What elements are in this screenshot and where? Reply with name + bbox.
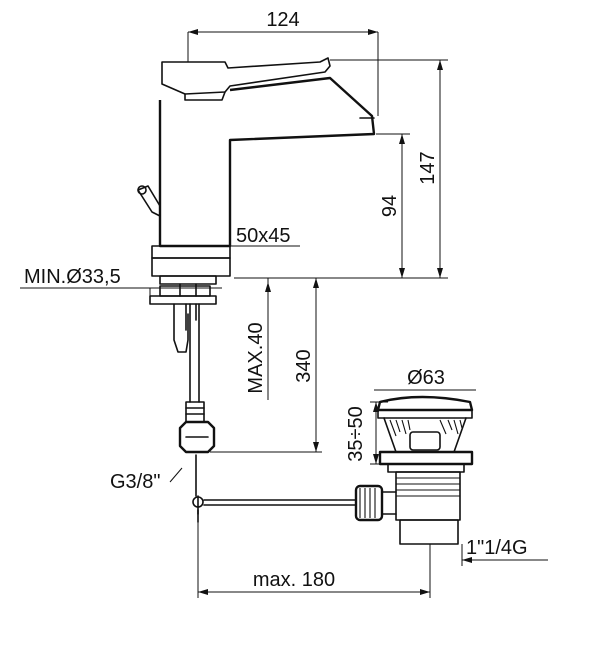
dim-hose-thread: G3/8" bbox=[110, 471, 160, 493]
dim-waste-thread: 1"1/4G bbox=[466, 537, 528, 559]
dim-height-spout: 94 bbox=[379, 195, 401, 217]
waste-assembly bbox=[354, 395, 474, 545]
dim-base-size: 50x45 bbox=[236, 225, 291, 247]
base-flange bbox=[151, 245, 231, 259]
dim-hose-length: 340 bbox=[293, 349, 315, 382]
popup-rod bbox=[137, 185, 161, 217]
dim-height-total: 147 bbox=[417, 151, 439, 184]
dimensions bbox=[20, 29, 548, 598]
dim-waste-range: 35÷50 bbox=[345, 406, 367, 461]
fixing-assembly bbox=[149, 275, 217, 454]
faucet-body bbox=[137, 57, 376, 277]
dim-waste-diameter: Ø63 bbox=[407, 367, 445, 389]
hose-nut bbox=[178, 420, 216, 454]
waste-cap bbox=[376, 395, 474, 412]
spout-body bbox=[158, 76, 376, 248]
lever-handle bbox=[161, 57, 331, 95]
dim-max-reach: max. 180 bbox=[253, 569, 335, 591]
dim-max-thickness: MAX.40 bbox=[245, 322, 267, 393]
dim-width-overall: 124 bbox=[266, 9, 299, 31]
linkage bbox=[192, 454, 357, 523]
dim-hole-min: MIN.Ø33,5 bbox=[24, 266, 121, 288]
